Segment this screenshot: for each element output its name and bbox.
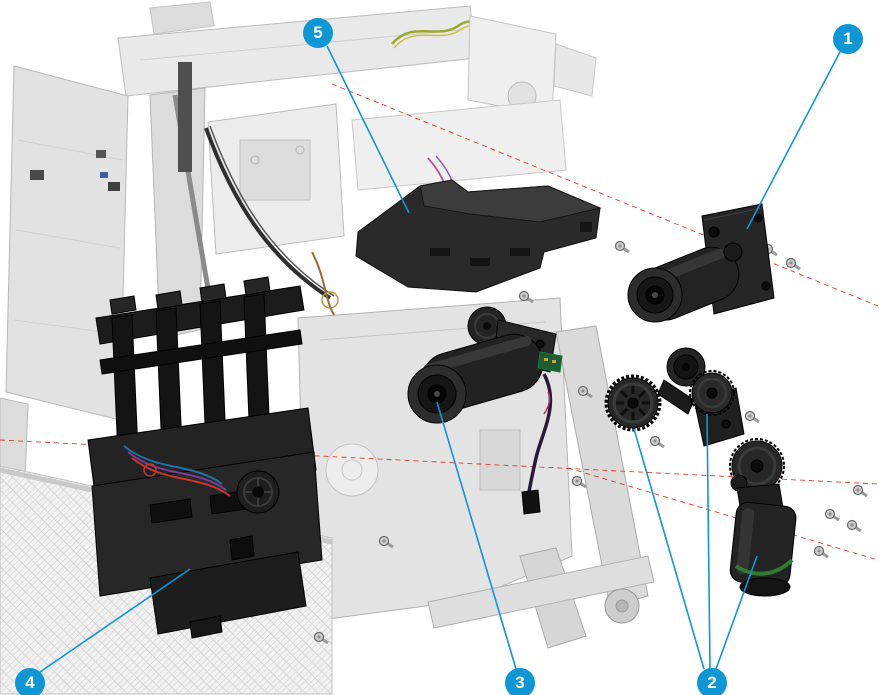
part-5-cover [355, 179, 602, 293]
part-1-motor-assembly [627, 203, 775, 323]
leader-line-5 [326, 45, 410, 214]
leader-line-2b [706, 413, 711, 670]
callout-2: 2 [697, 668, 727, 695]
part-3-motor-assembly [407, 306, 563, 515]
leader-line-1 [746, 49, 842, 230]
leader-line-2a [633, 428, 705, 670]
callout-4: 4 [15, 668, 45, 695]
callout-1: 1 [833, 24, 863, 54]
leader-line-3 [436, 401, 517, 670]
callout-leader-lines [39, 45, 842, 673]
part-2-gear [604, 374, 662, 432]
callout-5: 5 [303, 18, 333, 48]
chassis-background [0, 1, 655, 695]
callout-3: 3 [505, 668, 535, 695]
part-2-roller-feed-assembly [729, 438, 797, 597]
part-4-service-station-assembly [87, 276, 323, 639]
leader-line-2c [715, 555, 758, 670]
leader-line-4 [39, 568, 191, 673]
